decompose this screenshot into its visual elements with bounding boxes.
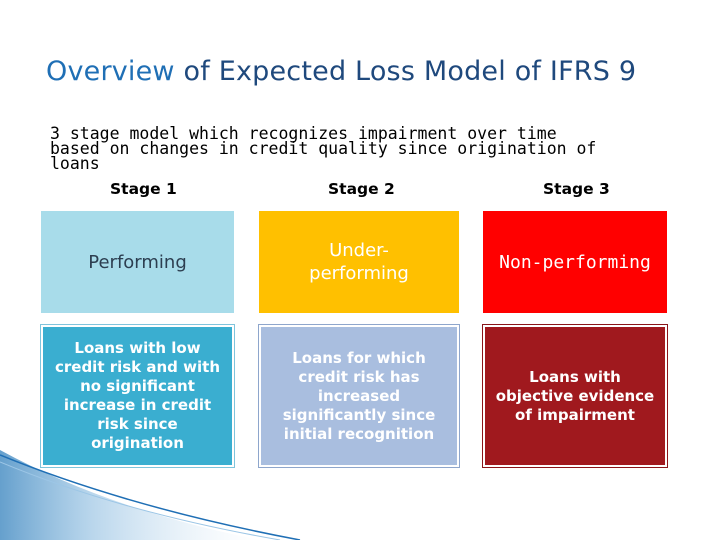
stage-1-label: Stage 1 [110, 180, 177, 198]
slide-title-lead: Overview [46, 56, 175, 87]
slide-subtitle: 3 stage model which recognizes impairmen… [50, 124, 597, 173]
stage-1-status-text: Performing [88, 251, 187, 273]
stage-3-status-box: Non-performing [483, 211, 667, 313]
stage-2-status-box: Under-performing [259, 211, 459, 313]
stage-2-description-box: Loans for which credit risk has increase… [258, 324, 460, 468]
stage-1-description-text: Loans with low credit risk and with no s… [54, 339, 220, 452]
stage-3-description-text: Loans with objective evidence of impairm… [495, 367, 655, 424]
stage-3-label: Stage 3 [543, 180, 610, 198]
stage-3-status-text: Non-performing [499, 251, 651, 273]
slide-title: Overview of Expected Loss Model of IFRS … [46, 56, 636, 87]
slide-title-rest: of Expected Loss Model of IFRS 9 [174, 56, 637, 87]
stage-1-description-box: Loans with low credit risk and with no s… [40, 324, 235, 468]
decorative-swoosh [0, 450, 301, 540]
stage-2-label: Stage 2 [328, 180, 395, 198]
stage-3-description-box: Loans with objective evidence of impairm… [482, 324, 668, 468]
stage-2-status-text: Under-performing [309, 240, 409, 284]
stage-1-status-box: Performing [41, 211, 234, 313]
stage-2-description-text: Loans for which credit risk has increase… [282, 348, 436, 443]
